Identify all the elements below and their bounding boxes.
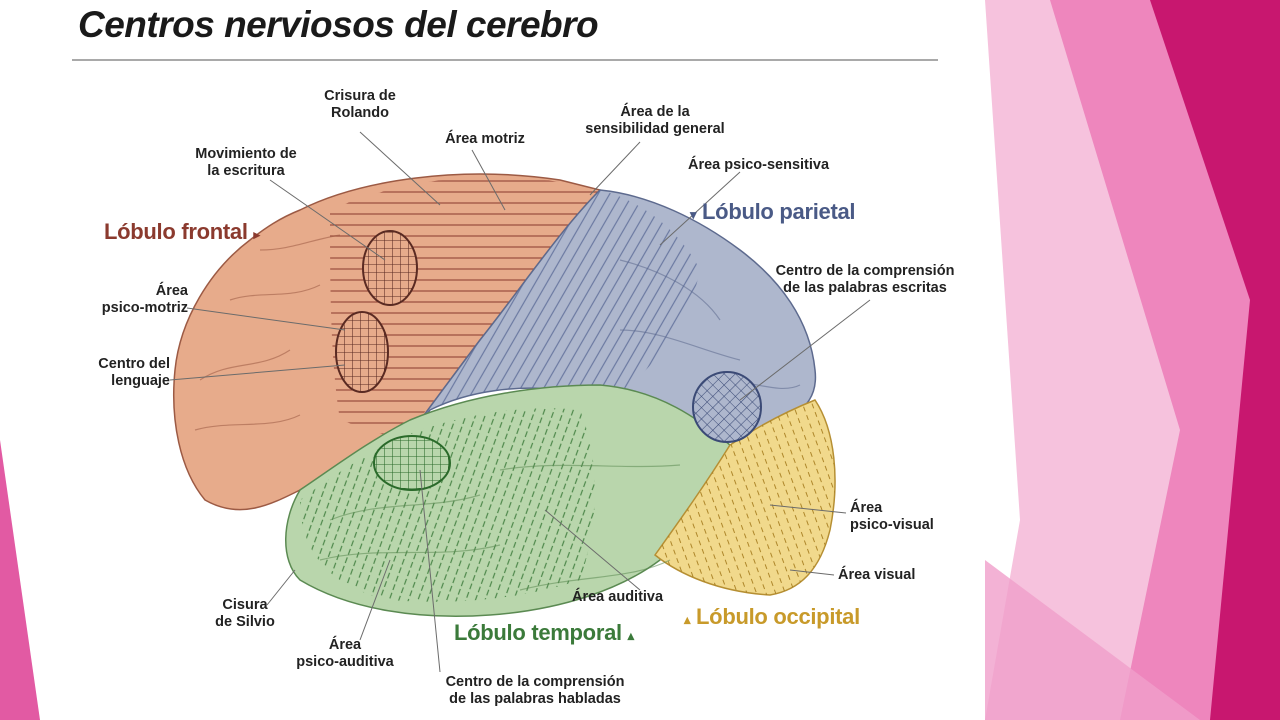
right-band-dark [1150, 0, 1280, 720]
label-movimiento-escritura: Movimiento de la escritura [195, 146, 297, 179]
label-area-psico-visual: Área psico-visual [850, 500, 934, 533]
slide-title: Centros nerviosos del cerebro [78, 4, 599, 45]
label-area-auditiva: Área auditiva [572, 589, 664, 605]
label-area-motriz: Área motriz [445, 131, 525, 147]
label-area-psico-auditiva: Área psico-auditiva [296, 637, 394, 670]
label-area-psico-motriz: Área psico-motriz [101, 283, 188, 316]
parietal-lobe-text: Lóbulo parietal [702, 199, 856, 224]
title-underline [72, 59, 938, 61]
label-area-visual: Área visual [838, 567, 916, 583]
temporal-lobe-marker: ▴ [627, 628, 635, 643]
parietal-lobe-marker: ▾ [690, 207, 697, 222]
frontal-lobe-text: Lóbulo frontal [104, 219, 248, 244]
label-area-sensibilidad: Área de la sensibilidad general [585, 104, 725, 137]
right-band-accent [985, 560, 1200, 720]
leader-lines [169, 131, 871, 673]
occipital-hatch [655, 400, 835, 595]
label-comprension-escritas: Centro de la comprensión de las palabras… [775, 263, 955, 296]
frontal-lobe-marker: ▸ [253, 227, 260, 242]
occipital-lobe-marker: ▴ [684, 612, 691, 627]
frontal-lobe-label: Lóbulo frontal ▸ [104, 219, 260, 245]
occipital-lobe-label: ▴ Lóbulo occipital [684, 604, 860, 630]
brain-folds [194, 234, 801, 591]
label-area-psico-sensitiva: Área psico-sensitiva [688, 157, 830, 173]
label-comprension-habladas: Centro de la comprensión de las palabras… [445, 674, 625, 707]
temporal-lobe-label: Lóbulo temporal ▴ [454, 620, 634, 646]
parietal-lobe-label: ▾ Lóbulo parietal [690, 199, 856, 225]
label-crisura-rolando: Crisura de Rolando [324, 88, 396, 121]
label-centro-lenguaje: Centro del lenguaje [98, 356, 170, 389]
label-cisura-silvio: Cisura de Silvio [215, 597, 275, 630]
occipital-lobe-text: Lóbulo occipital [696, 604, 860, 629]
left-corner-shape [0, 440, 40, 720]
temporal-lobe-text: Lóbulo temporal [454, 620, 622, 645]
